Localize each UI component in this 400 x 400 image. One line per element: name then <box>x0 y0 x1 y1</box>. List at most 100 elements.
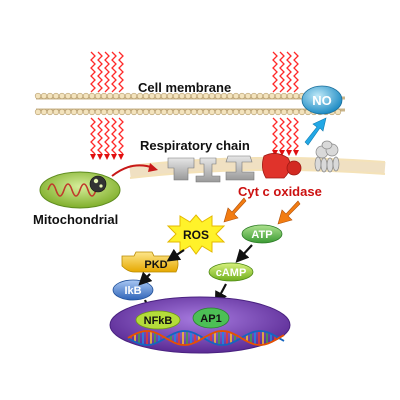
lipid-head <box>268 108 276 116</box>
lipid-head <box>94 108 102 116</box>
lipid-head <box>244 92 252 100</box>
orange-arrows <box>223 197 301 225</box>
lipid-head <box>124 92 132 100</box>
camp-label: cAMP <box>216 267 247 279</box>
lipid-head <box>82 92 90 100</box>
lipid-head <box>34 108 42 116</box>
ikb-label: IkB <box>124 285 141 297</box>
cell-membrane <box>34 92 345 116</box>
lipid-head <box>202 108 210 116</box>
lipid-head <box>40 92 48 100</box>
lipid-head <box>130 108 138 116</box>
lipid-head <box>124 108 132 116</box>
cell-membrane-label: Cell membrane <box>138 80 231 95</box>
protein-complex-icon <box>314 140 340 173</box>
lipid-head <box>256 92 264 100</box>
cyt-c-oxidase-complex <box>262 153 302 179</box>
lipid-head <box>58 92 66 100</box>
lipid-head <box>250 108 258 116</box>
nfkb-node: NFkB <box>135 310 181 330</box>
lipid-head <box>196 92 204 100</box>
lipid-head <box>82 108 90 116</box>
lipid-head <box>148 108 156 116</box>
lipid-head <box>154 92 162 100</box>
lipid-head <box>286 108 294 116</box>
ap1-node: AP1 <box>192 307 230 329</box>
camp-node: cAMP <box>208 262 254 282</box>
lipid-head <box>106 108 114 116</box>
lipid-head <box>226 108 234 116</box>
lipid-head <box>250 92 258 100</box>
lipid-head <box>70 92 78 100</box>
complex-iii <box>225 155 255 181</box>
respiratory-complexes <box>167 155 255 183</box>
lipid-head <box>34 92 42 100</box>
orange-arrow-to-atp <box>277 200 301 225</box>
lipid-head <box>298 108 306 116</box>
complex-i <box>167 157 195 181</box>
lipid-head <box>100 108 108 116</box>
lipid-head <box>232 92 240 100</box>
orange-arrow-to-ros <box>223 197 247 223</box>
no-label: NO <box>312 93 332 108</box>
ap1-label: AP1 <box>200 313 221 325</box>
lipid-head <box>256 108 264 116</box>
lipid-head <box>160 108 168 116</box>
lipid-head <box>70 108 78 116</box>
lipid-head <box>190 108 198 116</box>
lipid-head <box>166 92 174 100</box>
lipid-head <box>208 92 216 100</box>
lipid-head <box>238 108 246 116</box>
ros-label: ROS <box>183 228 209 242</box>
pkd-label: PKD <box>144 259 167 271</box>
lipid-head <box>280 92 288 100</box>
lipid-head <box>178 108 186 116</box>
ikb-node: IkB <box>112 279 154 301</box>
lipid-head <box>172 108 180 116</box>
mitochondrial-label: Mitochondrial <box>33 212 118 227</box>
lipid-head <box>76 108 84 116</box>
light-rays-bottom-right <box>272 117 299 151</box>
lipid-head <box>268 92 276 100</box>
light-rays-top-left <box>90 51 124 93</box>
lipid-head <box>154 108 162 116</box>
lipid-head <box>52 108 60 116</box>
light-rays-bottom-left <box>90 117 124 155</box>
respiratory-chain-label: Respiratory chain <box>140 138 250 153</box>
ros-burst: ROS <box>166 214 226 255</box>
ray-arrowheads <box>90 150 299 160</box>
lipid-head <box>136 108 144 116</box>
arrow-camp-to-ap1 <box>214 283 227 305</box>
lipid-head <box>40 108 48 116</box>
lipid-head <box>64 108 72 116</box>
lipid-head <box>232 108 240 116</box>
arrow-atp-to-camp <box>235 244 253 263</box>
no-molecule: NO <box>301 85 343 115</box>
lipid-head <box>142 92 150 100</box>
lipid-head <box>286 92 294 100</box>
cyt-c-oxidase-label: Cyt c oxidase <box>238 184 322 199</box>
lipid-head <box>112 92 120 100</box>
lipid-head <box>244 108 252 116</box>
arrow-pkd-to-ikb <box>138 271 153 286</box>
lipid-head <box>166 108 174 116</box>
lipid-head <box>130 92 138 100</box>
dna-helix-icon <box>127 330 285 346</box>
lipid-head <box>334 108 342 116</box>
arrow-ros-to-pkd <box>166 248 185 262</box>
lipid-head <box>292 108 300 116</box>
atp-label: ATP <box>251 229 272 241</box>
lipid-head <box>280 108 288 116</box>
lipid-head <box>220 108 228 116</box>
lipid-head <box>214 108 222 116</box>
lipid-head <box>220 92 228 100</box>
lipid-head <box>94 92 102 100</box>
lipid-head <box>106 92 114 100</box>
dna-strand <box>127 330 285 346</box>
lipid-head <box>262 92 270 100</box>
lipid-head <box>142 108 150 116</box>
lipid-head <box>190 92 198 100</box>
mitochondrion-icon <box>39 171 121 209</box>
lipid-head <box>238 92 246 100</box>
